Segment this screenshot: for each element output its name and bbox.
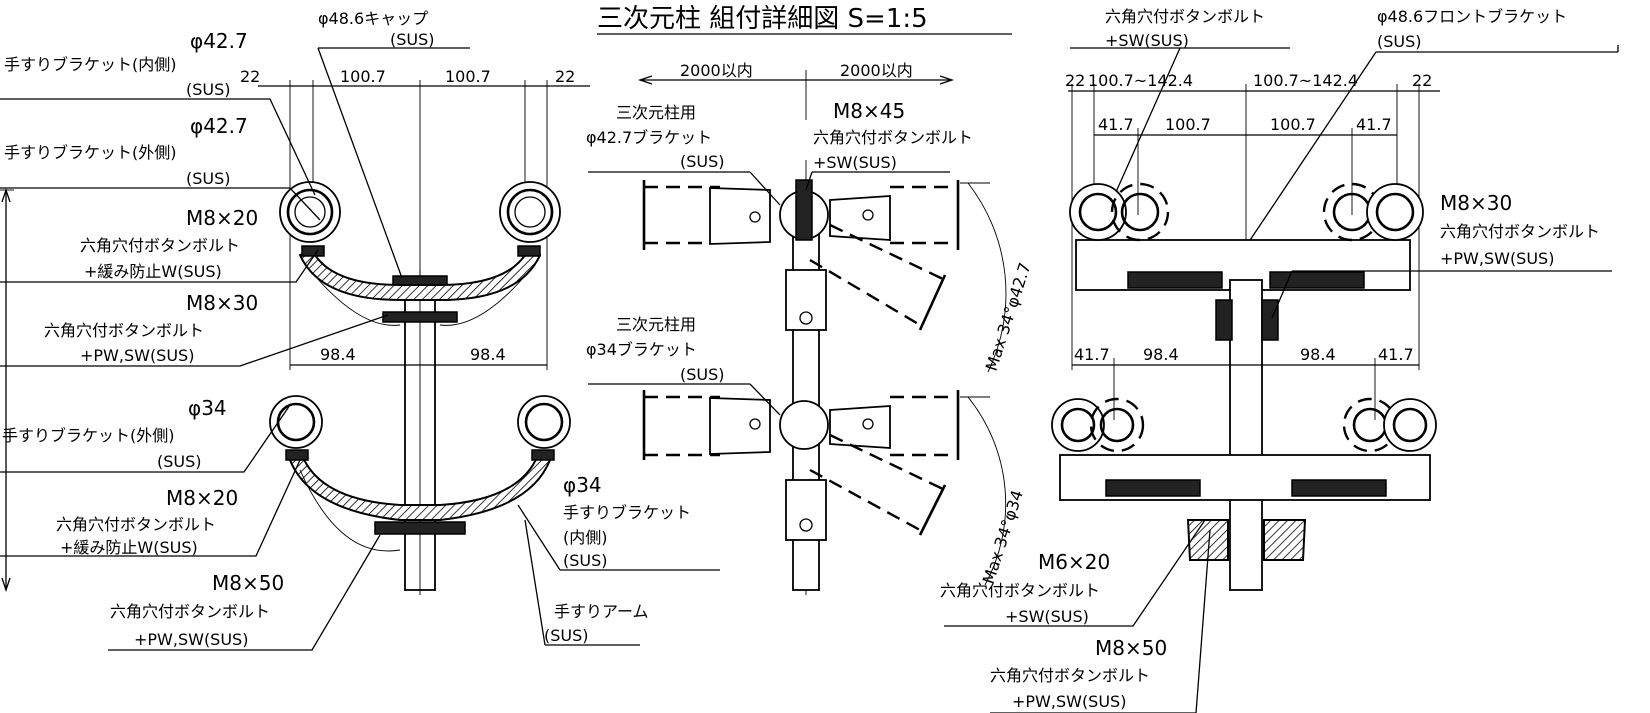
m8x30-left-size: M8×30 xyxy=(186,291,258,315)
m8x50-left-size: M8×50 xyxy=(212,571,284,595)
right-dim2-100-7-b: 100.7 xyxy=(1270,115,1316,134)
right-dim3-41-7-b: 41.7 xyxy=(1378,345,1414,364)
m8x50-left-washer: +PW,SW(SUS) xyxy=(134,630,248,649)
bracket-34-line2: φ34ブラケット xyxy=(586,340,697,359)
inner-34-side: (内側) xyxy=(563,528,608,547)
right-view xyxy=(944,45,1619,713)
right-m6x20-size: M6×20 xyxy=(1038,550,1110,574)
right-m8x50-washer: +PW,SW(SUS) xyxy=(1012,692,1126,711)
inner-427-material: (SUS) xyxy=(186,80,231,99)
middle-view xyxy=(588,70,1007,595)
m8x20-bot-bolt: 六角穴付ボタンボルト xyxy=(56,515,216,534)
outer-34-material: (SUS) xyxy=(157,452,202,471)
arm-name: 手すりアーム xyxy=(554,602,649,621)
cap-material: (SUS) xyxy=(390,30,435,49)
right-m8x30-bolt: 六角穴付ボタンボルト xyxy=(1440,222,1600,241)
right-m6x20-washer: +SW(SUS) xyxy=(1005,607,1089,626)
right-dim-range-a: 100.7~142.4 xyxy=(1088,71,1193,90)
left-dim-98-4-a: 98.4 xyxy=(320,345,356,364)
left-dim-98-4-b: 98.4 xyxy=(470,345,506,364)
m8x20-top-bolt: 六角穴付ボタンボルト xyxy=(80,236,240,255)
outer-34-size: φ34 xyxy=(188,396,227,420)
mid-dim-2000-left: 2000以内 xyxy=(680,61,753,80)
inner-427-size: φ42.7 xyxy=(190,29,248,53)
right-dim2-100-7-a: 100.7 xyxy=(1165,115,1211,134)
m8x30-left-washer: +PW,SW(SUS) xyxy=(80,346,194,365)
right-dim-range-b: 100.7~142.4 xyxy=(1253,71,1358,90)
right-dim2-41-7-a: 41.7 xyxy=(1098,115,1134,134)
right-m8x50-bolt: 六角穴付ボタンボルト xyxy=(990,666,1150,685)
right-dim-22-b: 22 xyxy=(1412,71,1432,90)
right-dim3-41-7-a: 41.7 xyxy=(1074,345,1110,364)
m8x20-top-washer: +緩み防止W(SUS) xyxy=(84,262,222,281)
inner-427-name: 手すりブラケット(内側) xyxy=(4,55,177,74)
right-m8x30-size: M8×30 xyxy=(1440,191,1512,215)
m8x20-top-size: M8×20 xyxy=(186,206,258,230)
bracket-427-line2: φ42.7ブラケット xyxy=(586,128,712,147)
left-dim-22-a: 22 xyxy=(240,67,260,86)
drawing-title: 三次元柱 組付詳細図 S=1:5 xyxy=(597,4,928,34)
angle-top-label: Max 34°φ42.7 xyxy=(982,260,1035,373)
angle-bot-label: Max 34°φ34 xyxy=(979,488,1027,587)
front-bracket-material: (SUS) xyxy=(1377,32,1422,51)
left-view: 22 100.7 100.7 22 98.4 98.4 xyxy=(0,47,720,651)
bracket-427-material: (SUS) xyxy=(680,152,725,171)
right-bolt-top-washer: +SW(SUS) xyxy=(1105,31,1189,50)
right-dim3-98-4-b: 98.4 xyxy=(1300,345,1336,364)
m8x45-washer: +SW(SUS) xyxy=(813,153,897,172)
inner-34-material: (SUS) xyxy=(563,551,608,570)
front-bracket-name: φ48.6フロントブラケット xyxy=(1377,7,1567,26)
right-bolt-top-name: 六角穴付ボタンボルト xyxy=(1105,7,1265,26)
arm-material: (SUS) xyxy=(544,626,589,645)
right-m8x30-washer: +PW,SW(SUS) xyxy=(1440,249,1554,268)
right-m8x50-size: M8×50 xyxy=(1095,636,1167,660)
bracket-427-line1: 三次元柱用 xyxy=(616,103,696,122)
right-dim-22-a: 22 xyxy=(1065,71,1085,90)
left-dim-22-b: 22 xyxy=(555,67,575,86)
right-m6x20-bolt: 六角穴付ボタンボルト xyxy=(940,581,1100,600)
right-dim3-98-4-a: 98.4 xyxy=(1143,345,1179,364)
right-dim2-41-7-b: 41.7 xyxy=(1356,115,1392,134)
inner-34-size: φ34 xyxy=(563,473,602,497)
outer-427-name: 手すりブラケット(外側) xyxy=(4,143,177,162)
cap-label: φ48.6キャップ xyxy=(318,9,428,28)
inner-34-name: 手すりブラケット xyxy=(563,503,691,522)
m8x20-bot-washer: +緩み防止W(SUS) xyxy=(60,538,198,557)
left-dim-100-7-a: 100.7 xyxy=(340,67,386,86)
m8x50-left-bolt: 六角穴付ボタンボルト xyxy=(110,602,270,621)
m8x45-size: M8×45 xyxy=(833,99,905,123)
m8x45-bolt: 六角穴付ボタンボルト xyxy=(813,128,973,147)
bracket-34-material: (SUS) xyxy=(680,365,725,384)
outer-427-size: φ42.7 xyxy=(190,114,248,138)
outer-34-name: 手すりブラケット(外側) xyxy=(2,426,175,445)
mid-dim-2000-right: 2000以内 xyxy=(840,61,913,80)
m8x30-left-bolt: 六角穴付ボタンボルト xyxy=(44,321,204,340)
bracket-34-line1: 三次元柱用 xyxy=(616,315,696,334)
m8x20-bot-size: M8×20 xyxy=(166,486,238,510)
left-dim-100-7-b: 100.7 xyxy=(445,67,491,86)
outer-427-material: (SUS) xyxy=(186,169,231,188)
